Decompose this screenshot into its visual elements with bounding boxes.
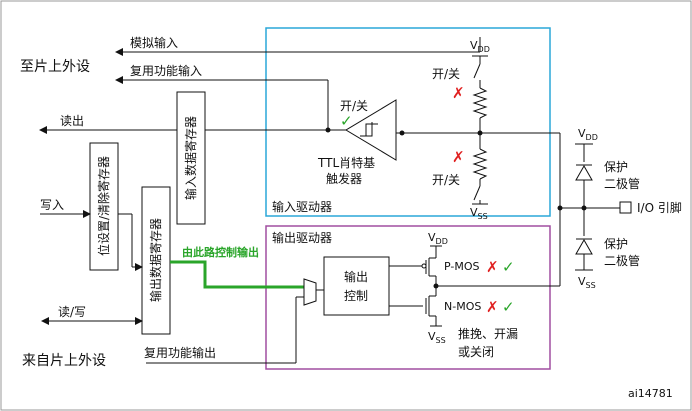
diode-bottom-symbol xyxy=(575,238,593,255)
analog-input-label: 模拟输入 xyxy=(130,35,178,50)
protect-diode-top-label-1: 保护 xyxy=(604,160,628,174)
from-peripheral-label: 来自片上外设 xyxy=(22,353,106,369)
schmitt-trigger-symbol xyxy=(345,99,397,161)
pmos-gate-bubble xyxy=(421,263,427,269)
pmos-enabled-mark: ✓ xyxy=(502,258,515,276)
pmos-label: P-MOS xyxy=(444,260,480,273)
protect-diode-bottom-label-1: 保护 xyxy=(604,237,628,251)
nmos-label: N-MOS xyxy=(444,300,481,313)
switch-onoff-schmitt-label: 开/关 xyxy=(340,99,368,113)
input-driver-box xyxy=(265,27,551,217)
schmitt-output-junction xyxy=(325,127,331,133)
protect-diode-top-label-2: 二极管 xyxy=(604,176,640,191)
output-driver-label: 输出驱动器 xyxy=(272,230,332,245)
io-pin-square xyxy=(619,201,632,214)
ttl-schmitt-label-1: TTL肖特基 xyxy=(317,155,375,170)
protect-vss-label: VSS xyxy=(578,275,596,290)
output-control-box xyxy=(323,256,390,316)
pullup-switch xyxy=(473,63,481,79)
path-note-label: 由此路控制输出 xyxy=(182,245,259,259)
schmitt-hysteresis-icon xyxy=(360,122,378,137)
push-pull-label-2: 或关闭 xyxy=(458,345,494,359)
protect-vdd-label: VDD xyxy=(578,127,598,142)
output-junction xyxy=(433,283,439,289)
nmos-disabled-mark: ✗ xyxy=(486,298,499,316)
protect-diode-bottom-label-2: 二极管 xyxy=(604,253,640,268)
output-control-label-2: 控制 xyxy=(344,289,368,303)
output-data-register-label: 输出数据寄存器 xyxy=(148,218,163,302)
diode-junction xyxy=(581,205,587,211)
pulldown-switch xyxy=(473,185,481,201)
input-data-register-box xyxy=(176,91,206,225)
bit-set-reset-register-box xyxy=(89,142,119,271)
control-output-path xyxy=(170,260,304,289)
ttl-schmitt-label-2: 触发器 xyxy=(326,171,362,186)
push-pull-label-1: 推挽、开漏 xyxy=(458,327,518,341)
pullup-resistor xyxy=(472,87,488,119)
pulldown-resistor xyxy=(472,148,488,180)
nmos-enabled-mark: ✓ xyxy=(502,298,515,316)
output-mux xyxy=(303,278,317,306)
switch-onoff-bottom-label: 开/关 xyxy=(432,173,460,187)
read-write-label: 读/写 xyxy=(58,305,86,319)
bit-set-reset-register-label: 位设置/清除寄存器 xyxy=(96,156,111,256)
output-driver-box xyxy=(265,225,551,370)
write-in-label: 写入 xyxy=(40,198,64,212)
output-vss-label: VSS xyxy=(428,330,446,345)
to-peripheral-label: 至片上外设 xyxy=(20,59,90,75)
diode-top-symbol xyxy=(575,164,593,181)
alt-function-output-label: 复用功能输出 xyxy=(144,345,216,360)
pullup-disabled-mark: ✗ xyxy=(452,84,465,102)
io-pin-label: I/O 引脚 xyxy=(637,200,682,215)
read-out-label: 读出 xyxy=(60,114,84,128)
input-vss-label: VSS xyxy=(470,206,488,221)
input-data-register-label: 输入数据寄存器 xyxy=(183,116,198,200)
pmos-disabled-mark: ✗ xyxy=(486,258,499,276)
alt-function-input-label: 复用功能输入 xyxy=(130,63,202,78)
schmitt-enabled-mark: ✓ xyxy=(340,112,353,130)
switch-onoff-top-label: 开/关 xyxy=(432,67,460,81)
output-vdd-label: VDD xyxy=(428,231,448,246)
figure-id-label: ai14781 xyxy=(628,387,673,400)
output-data-register-box xyxy=(141,186,171,335)
input-driver-label: 输入驱动器 xyxy=(272,199,332,214)
output-control-label-1: 输出 xyxy=(344,269,368,284)
pulldown-disabled-mark: ✗ xyxy=(452,148,465,166)
